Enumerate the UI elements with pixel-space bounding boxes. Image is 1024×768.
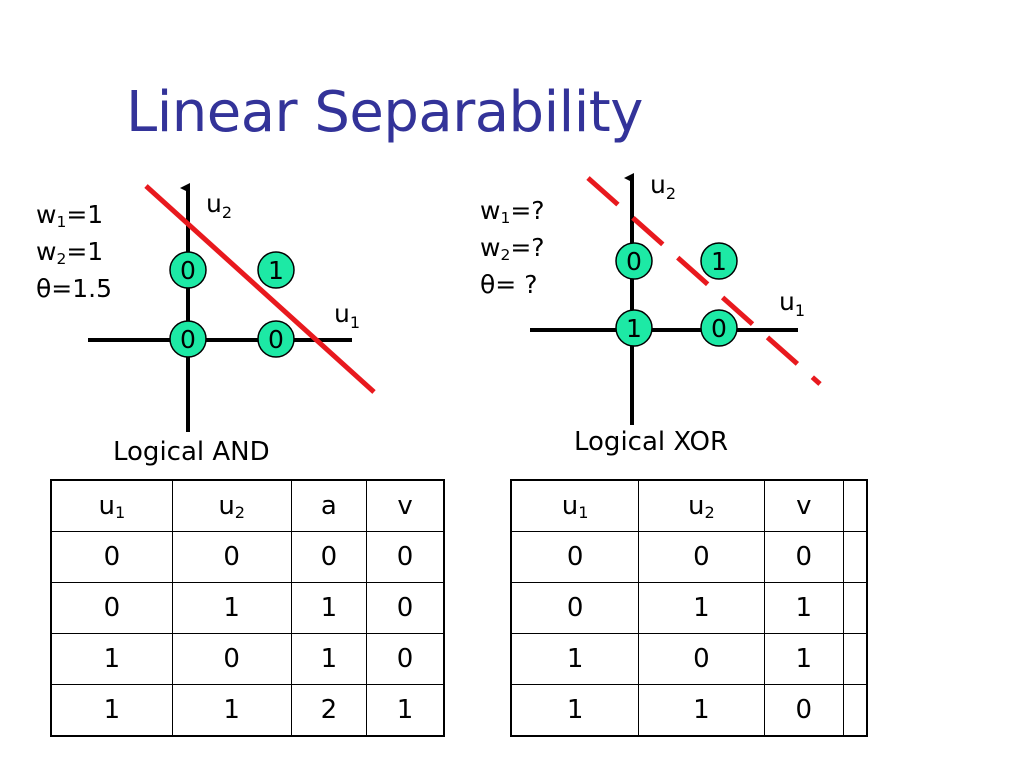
table-cell: 1 bbox=[763, 633, 845, 685]
table-cell: 1 bbox=[290, 582, 368, 634]
table-cell: 1 bbox=[763, 582, 845, 634]
table-cell: 0 bbox=[366, 531, 445, 583]
svg-text:0: 0 bbox=[626, 247, 642, 276]
and-parameters: w1=1 w2=1 θ=1.5 bbox=[36, 196, 112, 307]
table-cell: 1 bbox=[366, 684, 445, 737]
table-cell: 1 bbox=[638, 582, 765, 634]
xor-point-top-right: 1 bbox=[700, 242, 738, 280]
table-cell: 1 bbox=[510, 633, 640, 685]
and-w1: w1=1 bbox=[36, 200, 104, 231]
and-separator-line bbox=[144, 184, 376, 394]
table-row: 1 0 1 0 bbox=[50, 633, 445, 685]
empty-cell bbox=[843, 479, 868, 532]
table-header-row: u1 u2 v bbox=[510, 479, 868, 532]
and-theta: θ=1.5 bbox=[36, 274, 113, 303]
xor-w2: w2=? bbox=[480, 233, 545, 264]
svg-text:0: 0 bbox=[268, 325, 284, 354]
svg-text:1: 1 bbox=[626, 314, 642, 343]
table-cell: 1 bbox=[510, 684, 640, 737]
xor-u2-axis-label: u2 bbox=[650, 170, 676, 203]
and-u1-axis-label: u1 bbox=[334, 299, 360, 332]
xor-point-top-left: 0 bbox=[615, 242, 653, 280]
and-point-top-right: 1 bbox=[257, 251, 295, 289]
table-cell: 0 bbox=[510, 531, 640, 583]
table-row: 0 0 0 0 bbox=[50, 531, 445, 583]
svg-text:0: 0 bbox=[180, 256, 196, 285]
table-row: 1 1 0 bbox=[510, 684, 868, 737]
xor-point-bottom-right: 0 bbox=[700, 309, 738, 347]
xor-w1: w1=? bbox=[480, 196, 545, 227]
table-cell: 0 bbox=[290, 531, 368, 583]
svg-text:1: 1 bbox=[268, 256, 284, 285]
and-w2: w2=1 bbox=[36, 237, 104, 268]
table-row: 0 1 1 bbox=[510, 582, 868, 634]
table-cell: 1 bbox=[50, 684, 173, 737]
header-u1: u1 bbox=[50, 479, 173, 532]
and-plot: u2 u1 0 1 0 0 bbox=[88, 183, 376, 432]
table-cell: 1 bbox=[50, 633, 173, 685]
empty-cell bbox=[843, 531, 868, 583]
table-cell: 2 bbox=[290, 684, 368, 737]
and-point-bottom-right: 0 bbox=[257, 320, 295, 358]
table-cell: 0 bbox=[50, 582, 173, 634]
header-v: v bbox=[763, 479, 845, 532]
xor-caption: Logical XOR bbox=[574, 427, 729, 457]
xor-separator-line bbox=[586, 176, 822, 386]
empty-cell bbox=[843, 633, 868, 685]
table-cell: 0 bbox=[510, 582, 640, 634]
table-cell: 0 bbox=[171, 531, 292, 583]
svg-text:1: 1 bbox=[711, 247, 727, 276]
table-cell: 0 bbox=[763, 531, 845, 583]
table-row: 0 1 1 0 bbox=[50, 582, 445, 634]
header-u2: u2 bbox=[638, 479, 765, 532]
table-cell: 0 bbox=[638, 633, 765, 685]
header-u2: u2 bbox=[171, 479, 292, 532]
svg-text:0: 0 bbox=[180, 325, 196, 354]
empty-cell bbox=[843, 582, 868, 634]
xor-point-bottom-left: 1 bbox=[615, 309, 653, 347]
slide-title: Linear Separability bbox=[126, 80, 643, 145]
xor-truth-table: u1 u2 v 0 0 0 0 1 1 1 0 1 1 1 0 bbox=[510, 479, 868, 737]
and-u2-axis-label: u2 bbox=[206, 189, 232, 222]
xor-parameters: w1=? w2=? θ= ? bbox=[480, 192, 545, 303]
empty-cell bbox=[843, 684, 868, 737]
table-cell: 0 bbox=[638, 531, 765, 583]
table-cell: 0 bbox=[50, 531, 173, 583]
table-cell: 1 bbox=[171, 582, 292, 634]
and-point-top-left: 0 bbox=[169, 251, 207, 289]
table-row: 0 0 0 bbox=[510, 531, 868, 583]
and-point-bottom-left: 0 bbox=[169, 320, 207, 358]
table-cell: 1 bbox=[171, 684, 292, 737]
xor-plot: u2 u1 0 1 1 0 bbox=[530, 170, 822, 425]
table-cell: 0 bbox=[171, 633, 292, 685]
and-caption: Logical AND bbox=[113, 437, 270, 467]
header-a: a bbox=[290, 479, 368, 532]
and-truth-table: u1 u2 a v 0 0 0 0 0 1 1 0 1 0 1 0 1 1 2 … bbox=[50, 479, 445, 737]
table-cell: 0 bbox=[763, 684, 845, 737]
table-row: 1 1 2 1 bbox=[50, 684, 445, 737]
table-cell: 1 bbox=[638, 684, 765, 737]
table-cell: 0 bbox=[366, 633, 445, 685]
table-row: 1 0 1 bbox=[510, 633, 868, 685]
header-v: v bbox=[366, 479, 445, 532]
svg-text:0: 0 bbox=[711, 314, 727, 343]
table-cell: 1 bbox=[290, 633, 368, 685]
header-u1: u1 bbox=[510, 479, 640, 532]
table-header-row: u1 u2 a v bbox=[50, 479, 445, 532]
xor-theta: θ= ? bbox=[480, 270, 538, 299]
xor-u1-axis-label: u1 bbox=[779, 287, 805, 320]
table-cell: 0 bbox=[366, 582, 445, 634]
